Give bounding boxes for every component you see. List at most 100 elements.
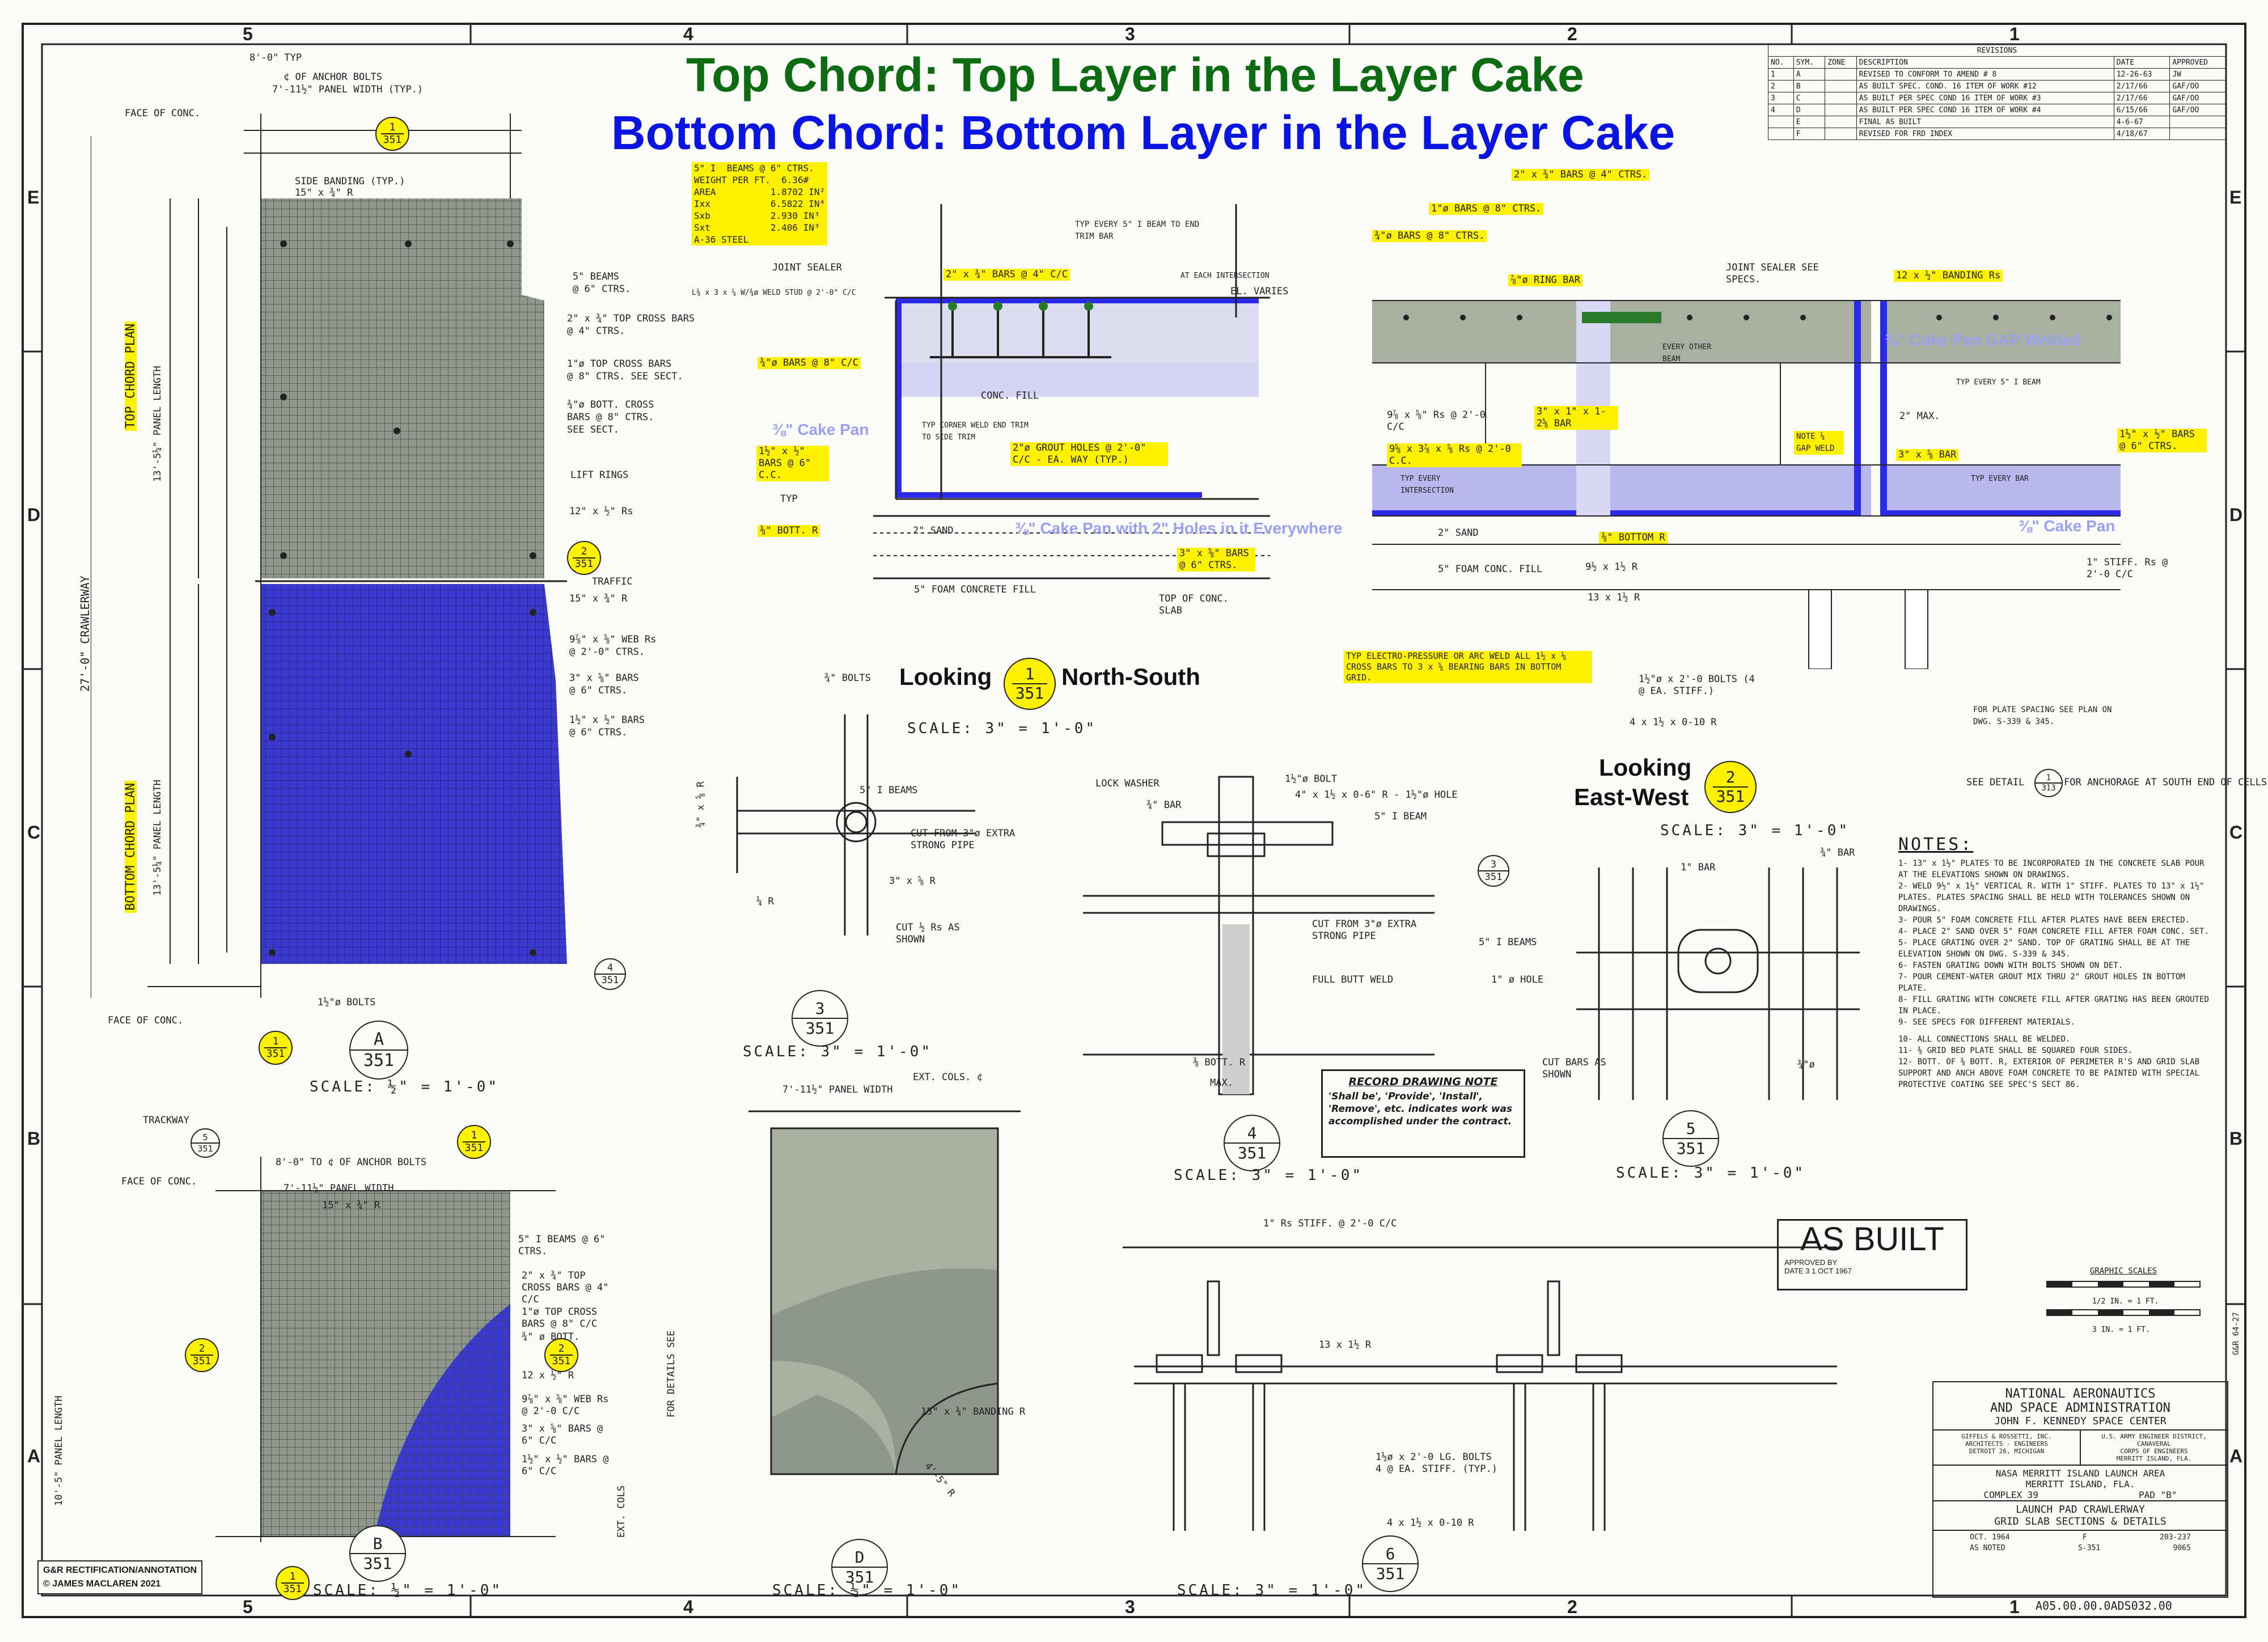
zone-col-5-bottom: 5 (243, 1597, 253, 1617)
detail-5-scale: SCALE: 3" = 1'-0" (1616, 1165, 1806, 1182)
plan-a-scale: SCALE: ½" = 1'-0" (310, 1078, 500, 1095)
note-item: 10- ALL CONNECTIONS SHALL BE WELDED. (1898, 1035, 2071, 1044)
zone-col-5-top: 5 (243, 24, 253, 44)
plan-a-dim-top: 8'-0" TYP (249, 52, 302, 64)
rev-header: DATE (2113, 56, 2170, 69)
tb-sheet: 9065 (2173, 1544, 2191, 1552)
plan-d-banding: 15" x ¾" BANDING R (921, 1406, 1026, 1417)
tb-meta: OCT. 1964 F 203-237 (1933, 1531, 2227, 1542)
detail-3-label: 3" x ⅝ R (889, 875, 936, 887)
section-2-bottom-chord (1372, 465, 1871, 516)
bott-plate-2: ⅜" BOTTOM R (1599, 532, 1668, 544)
bar-3x58-2: 3" x ⅝ BAR (1896, 449, 1959, 461)
as-built-stamp: AS BUILT APPROVED BY DATE 3 1 OCT 1967 (1777, 1219, 1967, 1290)
title-block: NATIONAL AERONAUTICS AND SPACE ADMINISTR… (1932, 1381, 2228, 1598)
plan-b-panel-length: 10'-5" PANEL LENGTH (53, 1395, 65, 1506)
plan-b-scale: SCALE: ½" = 1'-0" (313, 1582, 503, 1599)
grout-holes-note: 2"ø GROUT HOLES @ 2'-0" C/C - EA. WAY (T… (1010, 442, 1168, 466)
web-plates-2: 9⅞ x ⅝" Rs @ 2'-0 C/C (1387, 409, 1486, 433)
plan-a-note: 1"ø TOP CROSS BARS (567, 358, 672, 370)
bars-1-8ctrs: 1"ø BARS @ 8" CTRS. (1429, 203, 1544, 215)
detail-4-label: MAX. (1210, 1077, 1233, 1089)
note-item: 7- POUR CEMENT-WATER GROUT MIX THRU 2" G… (1898, 972, 2185, 993)
stiff-plates: 9⅝ x 3⅞ x ⅝ Rs @ 2'-0 C.C. (1387, 443, 1522, 467)
plan-a-note: 2" x ¾" TOP CROSS BARS (567, 313, 695, 324)
tb-project-1: NASA MERRITT ISLAND LAUNCH AREA (1995, 1468, 2165, 1479)
rev-header: DESCRIPTION (1856, 56, 2114, 69)
plan-a-note: @ 6" CTRS. (573, 283, 631, 295)
detail-3-label: ¼ R (756, 896, 774, 907)
plan-d-drawing (748, 1110, 1021, 1475)
plan-a-note: LIFT RINGS (570, 469, 629, 481)
zone-row-a-right: A (2229, 1446, 2243, 1466)
bars-2x34-4ctrs: 2" x ¾" BARS @ 4" CTRS. (1512, 169, 1650, 181)
beam-spec-block: 5" I BEAMS @ 6" CTRS. WEIGHT PER FT. 6.3… (692, 162, 828, 246)
section-2-drawing (1372, 300, 2121, 669)
crawlerway-dim: 27'-0" CRAWLERWAY (78, 575, 92, 692)
plan-b-note: 5" I BEAMS @ 6" CTRS. (518, 1234, 606, 1257)
title-bottom-chord: Bottom Chord: Bottom Layer in the Layer … (611, 106, 1675, 159)
anchorage-note: FOR ANCHORAGE AT SOUTH END OF CELLS. (2064, 777, 2268, 788)
plan-a-bottom-note: @ 6" CTRS. (569, 727, 628, 738)
plan-b-drawing (215, 1157, 556, 1542)
plan-d-scale: SCALE: ½" = 1'-0" (772, 1582, 962, 1599)
sand-2: 2" SAND (1438, 527, 1479, 539)
revisions-title: REVISIONS (1768, 44, 2226, 57)
detail-5-label: CUT BARS AS SHOWN (1542, 1057, 1606, 1080)
rev-header: APPROVED (2169, 56, 2226, 69)
detail-3-label: 5" I BEAMS (860, 785, 918, 796)
detail-6-label: 4 x 1½ x 0-10 R (1387, 1517, 1474, 1529)
revisions-header-row: NO. SYM. ZONE DESCRIPTION DATE APPROVED (1768, 56, 2226, 69)
el-varies: EL. VARIES (1230, 286, 1289, 297)
tb-index: A05.00.00.0ADS032.00 (2036, 1599, 2172, 1613)
section-2-scale: SCALE: 3" = 1'-0" (1660, 822, 1850, 839)
detail-3-scale: SCALE: 3" = 1'-0" (743, 1043, 933, 1060)
plan-a-note: @ 8" CTRS. SEE SECT. (567, 371, 683, 382)
title-top-chord: Top Chord: Top Layer in the Layer Cake (686, 48, 1584, 101)
each-intersection: AT EACH INTERSECTION (1180, 272, 1270, 280)
zone-row-a-left: A (27, 1446, 41, 1466)
tb-gr-no: S-351 (2078, 1544, 2101, 1552)
zone-row-b-left: B (27, 1128, 41, 1149)
detail-3-drawing (736, 714, 975, 936)
section-2-top-chord (1372, 301, 1871, 363)
tb-drawing-2: GRID SLAB SECTIONS & DETAILS (1933, 1516, 2227, 1531)
bars-half-2: 1½" x ½" BARS @ 6" CTRS. (2117, 429, 2207, 452)
foam-1: 5" FOAM CONCRETE FILL (914, 584, 1036, 595)
zone-row-c-left: C (27, 822, 41, 843)
zone-col-2-bottom: 2 (1567, 1597, 1577, 1617)
note-item: 4- PLACE 2" SAND OVER 5" FOAM CONCRETE F… (1898, 927, 2209, 936)
bars-2x34-4cc: 2" x ¾" BARS @ 4" C/C (943, 269, 1070, 281)
bar-3x1: 3" x 1" x 1-2⅝ BAR (1534, 406, 1618, 430)
detail-5-label: 5" I BEAMS (1479, 937, 1537, 948)
plan-a-bottom-note: 3" x ⅝" BARS (569, 672, 639, 684)
foam-2: 5" FOAM CONC. FILL (1438, 564, 1543, 575)
bars-half-note: 1½" x ½" BARS @ 6" C.C. (756, 446, 829, 481)
cake-pan-note-1: ⅜" Cake Pan (772, 421, 869, 438)
rev-header: NO. (1768, 56, 1794, 69)
plan-a-note: SEE SECT. (567, 424, 620, 435)
detail-4-drawing (1083, 776, 1435, 1095)
section-1-scale: SCALE: 3" = 1'-0" (907, 720, 1097, 737)
plan-a-side-banding: SIDE BANDING (TYP.) (295, 176, 405, 187)
sand-1: 2" SAND (913, 525, 954, 536)
plan-a-panel-width: 7'-11½" PANEL WIDTH (TYP.) (272, 84, 424, 95)
as-built-date: DATE 3 1 OCT 1967 (1784, 1267, 1852, 1275)
detail-5-label: 1" ø HOLE (1491, 974, 1544, 985)
graphic-scale-2: 3 IN. = 1 FT. (2092, 1326, 2150, 1334)
plan-b-panel-width: 7'-11½" PANEL WIDTH (284, 1183, 394, 1194)
plan-a-bolts: 1½"ø BOLTS (318, 997, 376, 1008)
plan-d-ext-cols-2: EXT. COLS (616, 1485, 627, 1538)
looking-label-1: Looking (899, 663, 992, 690)
detail-4-label: FULL BUTT WELD (1312, 974, 1394, 985)
ring-bar: ⅞"ø RING BAR (1508, 274, 1582, 286)
